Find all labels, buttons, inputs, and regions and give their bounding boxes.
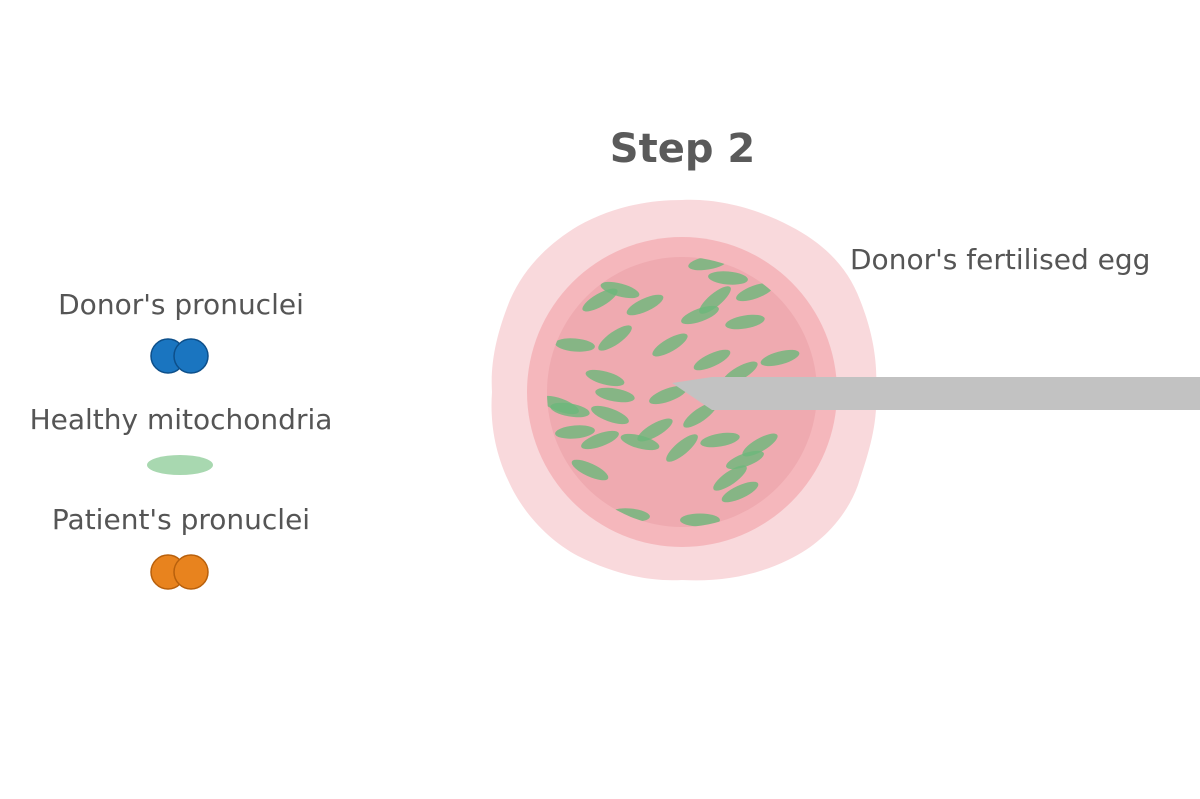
fertilised-egg-label: Donor's fertilised egg [850, 243, 1150, 276]
pipette [672, 377, 1200, 410]
